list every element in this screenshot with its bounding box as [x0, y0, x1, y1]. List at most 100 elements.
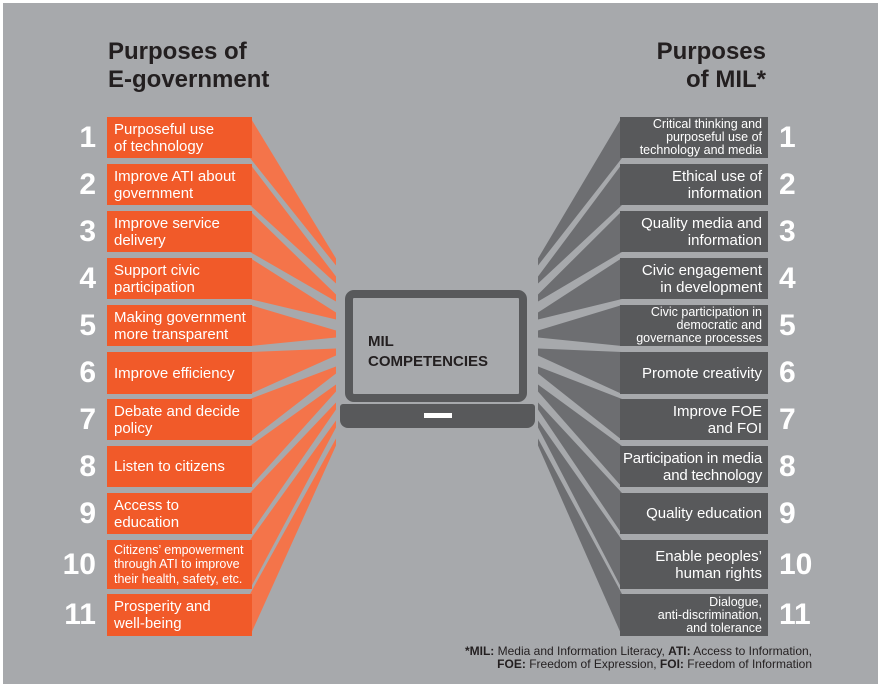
purpose-text-line: Dialogue,	[709, 594, 762, 609]
mil-purpose-box: Civic participation in democratic and go…	[620, 305, 768, 346]
purpose-text-line: Quality education	[646, 505, 762, 522]
purpose-text-line: Critical thinking and	[652, 117, 762, 131]
mil-purpose-box: Participation in media and technology	[620, 446, 768, 487]
purpose-text-line: Quality media and	[641, 214, 762, 232]
purpose-text-line: democratic and	[676, 318, 762, 332]
laptop-base	[340, 404, 535, 428]
item-number: 2	[779, 167, 796, 201]
purpose-text-line: Listen to citizens	[114, 458, 225, 475]
egov-purpose-box: Improve efficiency	[107, 352, 252, 394]
purpose-text-line: Prosperity and	[114, 598, 211, 615]
mil-purpose-box: Promote creativity	[620, 352, 768, 394]
purpose-text-line: Making government	[114, 308, 246, 326]
item-number: 4	[779, 261, 796, 295]
egov-purpose-box: Citizens’ empowerment through ATI to imp…	[107, 540, 252, 589]
egov-purpose-item: 11 Prosperity and well-being	[40, 594, 252, 636]
mil-purpose-box: Critical thinking and purposeful use of …	[620, 117, 768, 158]
mil-ray	[538, 348, 622, 394]
abbr-definition: Freedom of Expression,	[529, 657, 657, 671]
purpose-text-line: Ethical use of	[671, 167, 762, 185]
title-line: of MIL*	[686, 66, 766, 93]
mil-purpose-item: Critical thinking and purposeful use of …	[620, 117, 820, 158]
purpose-text-line: Debate and decide	[114, 402, 240, 420]
egov-purpose-box: Prosperity and well-being	[107, 594, 252, 636]
mil-purpose-box: Ethical use of information	[620, 164, 768, 205]
purpose-text-line: delivery	[114, 231, 166, 249]
mil-purpose-item: Promote creativity 6	[620, 352, 820, 394]
mil-purpose-box: Dialogue, anti-discrimination, and toler…	[620, 594, 768, 636]
screen-label-line: COMPETENCIES	[368, 353, 489, 370]
item-number: 6	[79, 356, 96, 389]
mil-ray	[538, 366, 622, 440]
item-number: 3	[779, 214, 796, 248]
purpose-text-line: their health, safety, etc.	[114, 571, 243, 586]
purpose-text-line: Civic engagement	[641, 261, 762, 279]
laptop-screen: MIL COMPETENCIES	[345, 290, 527, 402]
egov-purpose-item: 5 Making government more transparent	[40, 305, 252, 346]
purpose-text-line: information	[687, 231, 762, 249]
purpose-text-line: education	[114, 513, 180, 531]
egov-purpose-box: Support civic participation	[107, 258, 252, 299]
purpose-text-line: of technology	[114, 137, 204, 155]
purpose-text-line: and tolerance	[686, 620, 762, 635]
egov-purpose-item: 1 Purposeful use of technology	[40, 117, 252, 158]
egov-purpose-box: Purposeful use of technology	[107, 117, 252, 158]
abbr-definition: Access to Information,	[693, 644, 812, 658]
purpose-text-line: purposeful use of	[666, 130, 762, 144]
egov-ray	[250, 420, 336, 589]
title-line: E-government	[108, 66, 270, 93]
purpose-text-line: Access to	[114, 496, 180, 514]
item-number: 6	[779, 356, 796, 389]
mil-ray	[538, 164, 622, 284]
egov-ray	[250, 438, 336, 636]
item-number: 8	[79, 449, 96, 483]
purpose-text-line: information	[687, 184, 762, 202]
egov-purpose-box: Debate and decide policy	[107, 399, 252, 440]
item-number: 1	[79, 120, 96, 154]
mil-ray	[538, 211, 622, 302]
abbr-definition: Freedom of Information	[687, 657, 812, 671]
egov-title: Purposes of E-government	[108, 38, 269, 94]
purpose-text-line: well-being	[114, 615, 182, 632]
egov-purpose-box: Improve service delivery	[107, 211, 252, 252]
footnote-line: *MIL: Media and Information Literacy, AT…	[465, 645, 812, 658]
egov-purpose-box: Making government more transparent	[107, 305, 252, 346]
egov-ray	[250, 305, 336, 346]
purpose-text-line: Citizens’ empowerment	[114, 542, 244, 557]
purpose-text-line: Support civic	[114, 261, 200, 279]
purpose-text-line: human rights	[675, 564, 762, 582]
mil-purpose-item: Improve FOE and FOI 7	[620, 399, 820, 440]
mil-purpose-item: Civic participation in democratic and go…	[620, 305, 820, 346]
egov-ray	[250, 402, 336, 534]
item-number: 11	[779, 598, 811, 631]
egov-purpose-box: Improve ATI about government	[107, 164, 252, 205]
purpose-text-line: and FOI	[707, 419, 762, 437]
item-number: 4	[79, 261, 96, 295]
mil-ray	[538, 384, 622, 487]
purpose-text-line: anti-discrimination,	[657, 607, 762, 622]
mil-title: Purposes of MIL*	[657, 38, 766, 94]
mil-ray	[538, 438, 622, 636]
egov-purpose-item: 3 Improve service delivery	[40, 211, 252, 252]
purpose-text-line: Purposeful use	[114, 120, 215, 138]
egov-purpose-item: 6 Improve efficiency	[40, 352, 252, 394]
egov-ray	[250, 348, 336, 394]
mil-purpose-item: Participation in media and technology 8	[620, 446, 820, 487]
mil-ray	[538, 305, 622, 346]
egov-purpose-box: Listen to citizens	[107, 446, 252, 487]
abbr-definition: Media and Information Literacy,	[497, 644, 665, 658]
item-number: 5	[79, 308, 96, 342]
mil-ray	[538, 117, 622, 266]
egov-purpose-item: 8 Listen to citizens	[40, 446, 252, 487]
item-number: 9	[779, 496, 796, 530]
egov-ray	[250, 164, 336, 284]
item-number: 3	[79, 214, 96, 248]
abbreviations-footnote: *MIL: Media and Information Literacy, AT…	[465, 645, 812, 671]
mil-ray	[538, 420, 622, 589]
purpose-text-line: Civic participation in	[650, 305, 762, 319]
item-number: 5	[779, 308, 796, 342]
egov-ray	[250, 366, 336, 440]
mil-purpose-box: Improve FOE and FOI	[620, 399, 768, 440]
mil-purpose-item: Enable peoples’ human rights 10	[620, 540, 820, 589]
